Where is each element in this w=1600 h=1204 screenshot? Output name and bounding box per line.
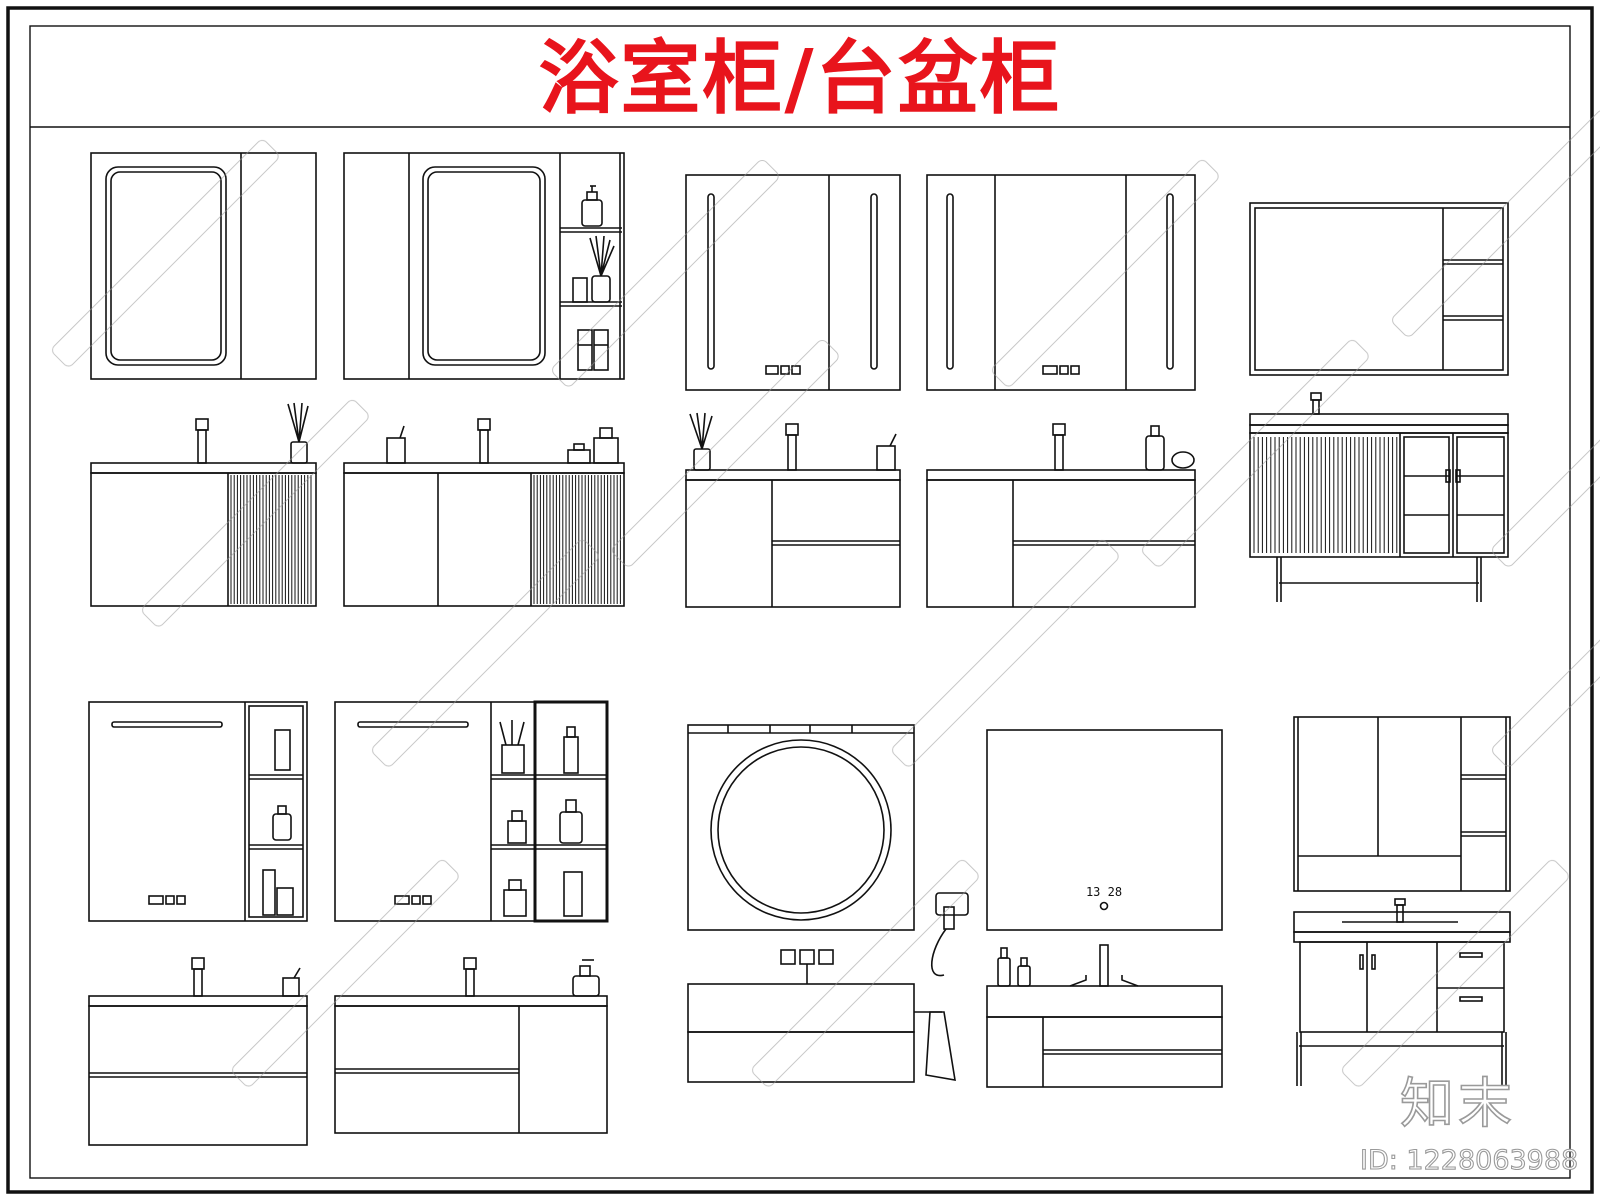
led-mirror-cabinet-3: [685, 174, 901, 391]
watermark-stripe: [232, 859, 459, 1087]
perfume-bottle-icon: [567, 427, 619, 464]
faucet-icon: [195, 418, 209, 464]
floor-vanity-5: [1249, 413, 1509, 602]
cosmetic-jars-icon: [577, 329, 609, 371]
toiletry-bottle-icon: [581, 185, 603, 227]
vanity-6: [88, 995, 308, 1146]
wall-faucet-icon: [780, 949, 834, 984]
toothbrush-cup-icon: [386, 425, 406, 464]
toothbrush-cup-icon: [282, 967, 301, 997]
vanity-2: [343, 462, 625, 607]
watermark-stripe: [992, 159, 1219, 387]
vanity-4: [926, 469, 1196, 608]
watermark-stripe: [142, 399, 369, 627]
toiletry-bottle-icon: [997, 947, 1031, 987]
towel-icon: [914, 1011, 956, 1081]
watermark-stripe: [752, 859, 979, 1087]
faucet-icon: [785, 423, 799, 471]
led-mirror-cabinet-7: [334, 700, 609, 923]
toothbrush-cup-icon: [876, 433, 897, 471]
faucet-icon: [477, 418, 491, 464]
watermark-stripe: [1142, 339, 1369, 567]
watermark-stripe: [1492, 339, 1600, 567]
watermark-stripe: [52, 139, 279, 367]
mirror-clock-readout: 13 28: [1086, 885, 1122, 899]
floor-vanity-10: [1293, 911, 1511, 1086]
vanity-7: [334, 995, 608, 1134]
watermark-stripe: [1392, 109, 1600, 337]
faucet-icon: [1394, 898, 1406, 923]
mirror-cabinet-5: [1249, 202, 1509, 376]
hair-dryer-icon: [930, 892, 969, 977]
drawing-id: ID: 1228063988: [1359, 1144, 1579, 1176]
vanity-3: [685, 469, 901, 608]
soap-dispenser-icon: [572, 959, 600, 997]
vanity-1: [90, 462, 317, 607]
inner-border: [29, 25, 1571, 1179]
round-mirror-8: [687, 724, 915, 931]
faucet-icon: [1052, 423, 1066, 471]
led-mirror-cabinet-4: [926, 174, 1196, 391]
soap-dispenser-icon: [1145, 425, 1195, 471]
watermark-stripe: [1492, 539, 1600, 767]
mirror-cabinet-2: [343, 152, 625, 380]
reed-diffuser-icon: [689, 412, 713, 471]
led-mirror-cabinet-6: [88, 701, 308, 922]
watermark-stripe: [1342, 859, 1569, 1087]
watermark-stripe: [612, 339, 839, 567]
vanity-9: [986, 985, 1223, 1088]
drawing-title: 浴室柜/台盆柜: [538, 31, 1062, 125]
digital-mirror-9: [986, 729, 1223, 931]
watermark-stripe: [892, 539, 1119, 767]
brand-watermark: 知末: [1399, 1072, 1516, 1135]
watermark-stripe: [552, 159, 779, 387]
mirror-cabinet-10: [1293, 716, 1511, 892]
vanity-8: [687, 983, 915, 1083]
faucet-icon: [463, 957, 477, 997]
faucet-icon: [191, 957, 205, 997]
watermark-layer: [52, 109, 1600, 1087]
faucet-icon: [1069, 944, 1139, 987]
reed-diffuser-icon: [287, 402, 309, 464]
outer-border: [6, 6, 1594, 1194]
mirror-cabinet-1: [90, 152, 317, 380]
faucet-icon: [1310, 392, 1322, 415]
reed-diffuser-icon: [572, 235, 615, 303]
watermark-stripe: [372, 539, 599, 767]
